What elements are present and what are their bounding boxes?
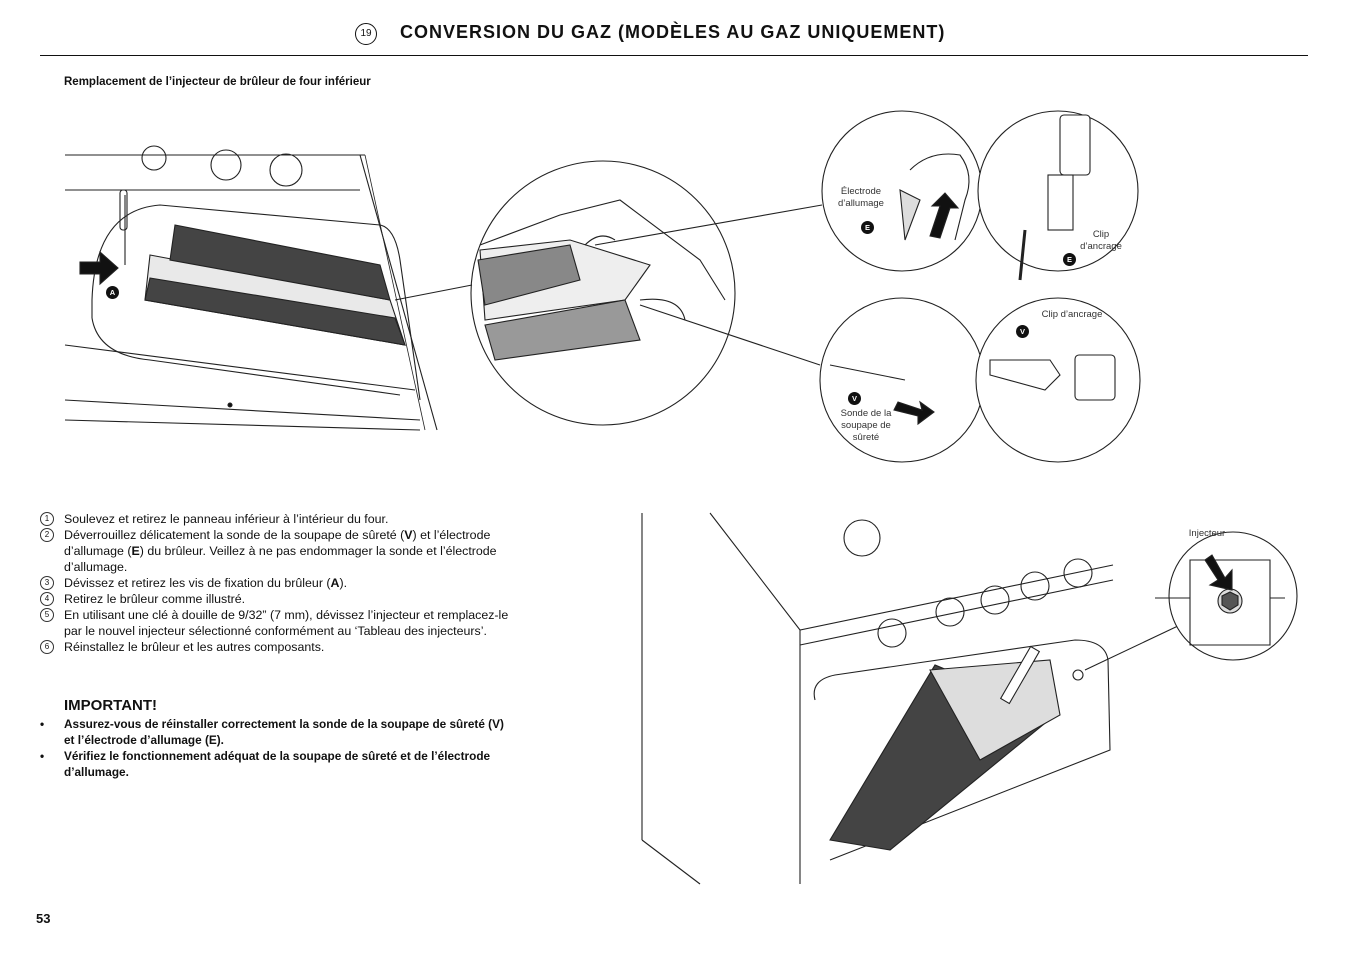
step-item: 3 Dévissez et retirez les vis de fixation…: [40, 575, 510, 591]
page-title: CONVERSION DU GAZ (MODÈLES AU GAZ UNIQUE…: [400, 22, 946, 42]
step-item: 1 Soulevez et retirez le panneau inférieu…: [40, 511, 510, 527]
badge-a: A: [106, 286, 119, 299]
step-text: Dévissez et retirez les vis de fixation …: [64, 576, 348, 590]
step-number: 6: [40, 640, 54, 654]
probe-clip-circle: [975, 297, 1141, 463]
step-text: Retirez le brûleur comme illustré.: [64, 592, 246, 606]
important-title: IMPORTANT!: [64, 697, 158, 714]
oven-interior-figure: [64, 145, 438, 431]
callout-anchor-clip-top: Clip d’ancrage: [1080, 229, 1122, 252]
oven-perspective-figure: [641, 512, 1181, 885]
badge-e-left: E: [861, 221, 874, 234]
instruction-steps: 1 Soulevez et retirez le panneau inférieu…: [40, 511, 510, 655]
step-number: 2: [40, 528, 54, 542]
step-number: 3: [40, 576, 54, 590]
step-number: 1: [40, 512, 54, 526]
injector-detail-circle: [1155, 531, 1298, 661]
step-item: 4 Retirez le brûleur comme illustré.: [40, 591, 510, 607]
callout-anchor-clip-bottom: Clip d’ancrage: [1041, 309, 1103, 320]
section-heading: Remplacement de l’injecteur de brûleur d…: [64, 76, 371, 88]
burner-detail-circle: [394, 160, 823, 426]
page-number: 53: [36, 911, 51, 926]
badge-e-right: E: [1063, 253, 1076, 266]
header-divider: [40, 55, 1308, 56]
important-item: •Vérifiez le fonctionnement adéquat de l…: [40, 749, 491, 779]
callout-ignition-electrode: Électrode d’allumage: [838, 186, 884, 209]
callout-injector: Injecteur: [1188, 528, 1226, 539]
step-number: 5: [40, 608, 54, 622]
important-list: •Assurez-vous de réinstaller correctemen…: [40, 716, 510, 780]
step-item: 2 Déverrouillez délicatement la sonde de …: [40, 527, 510, 575]
important-item: •Assurez-vous de réinstaller correctemen…: [40, 717, 504, 747]
callout-safety-valve-probe: Sonde de la soupape de sûreté: [840, 408, 892, 443]
step-item: 5 En utilisant une clé à douille de 9/32”…: [40, 607, 510, 639]
step-item: 6 Réinstallez le brûleur et les autres co…: [40, 639, 510, 655]
step-text: Déverrouillez délicatement la sonde de l…: [64, 528, 497, 574]
step-number: 4: [40, 592, 54, 606]
step-text: Réinstallez le brûleur et les autres com…: [64, 640, 325, 654]
badge-v-left: V: [848, 392, 861, 405]
badge-v-right: V: [1016, 325, 1029, 338]
step-text: Soulevez et retirez le panneau inférieur…: [64, 512, 389, 526]
step-text: En utilisant une clé à douille de 9/32” …: [64, 608, 509, 638]
chapter-number: 19: [355, 23, 377, 45]
